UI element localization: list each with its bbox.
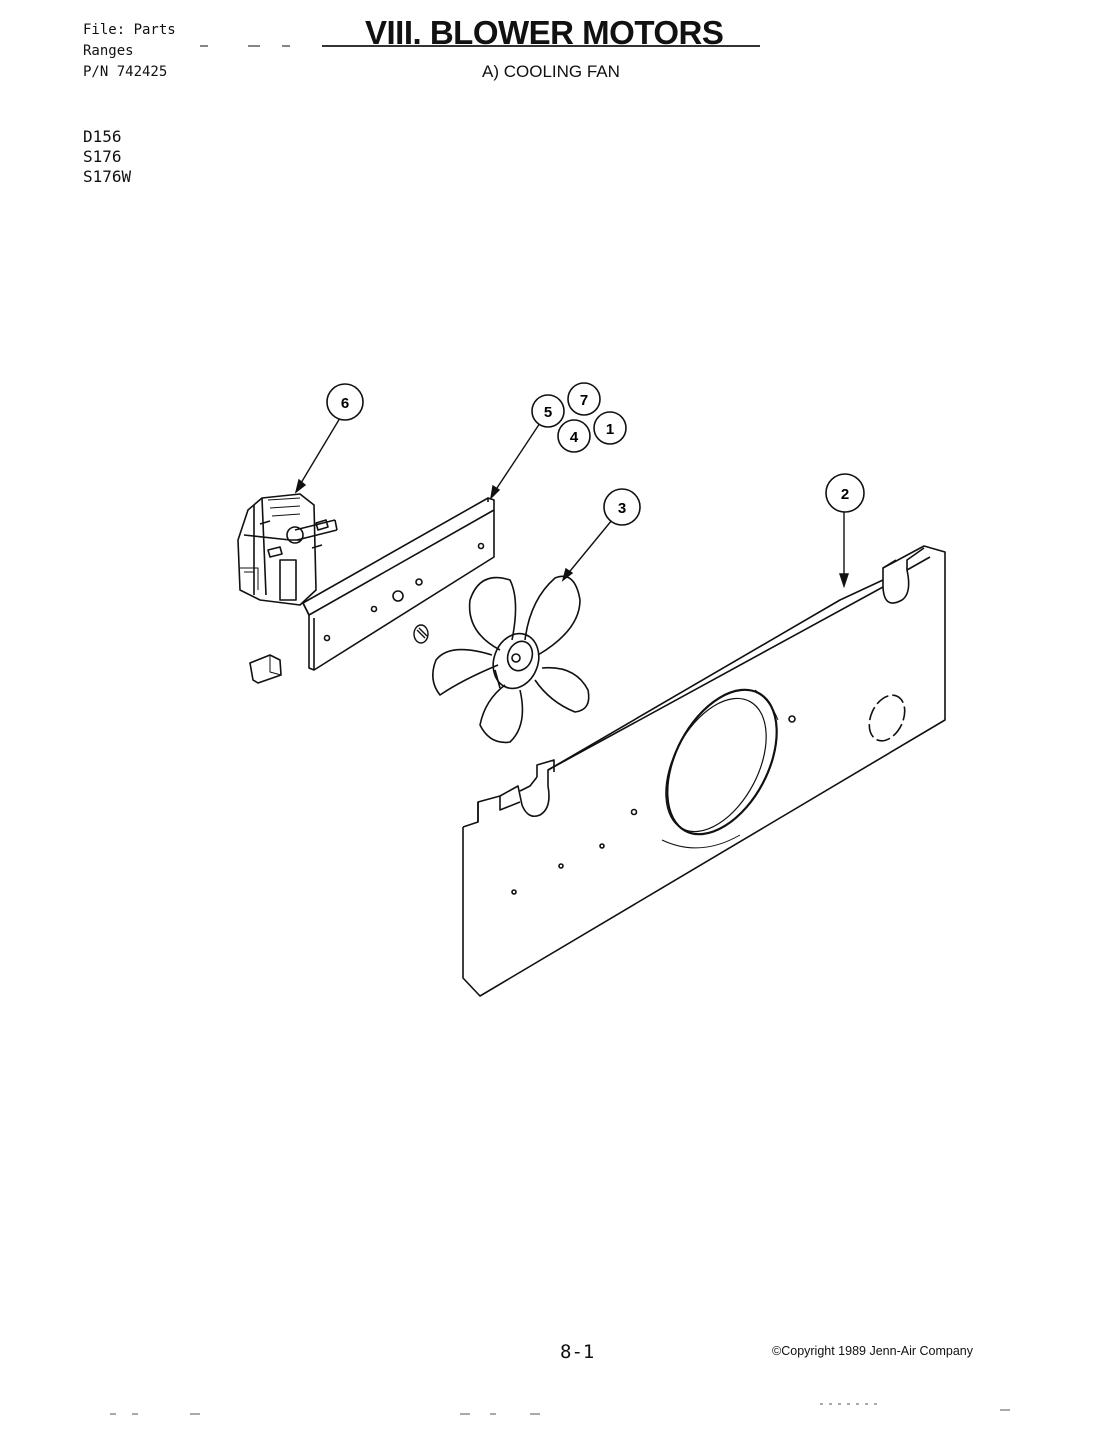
callout-2: 2 <box>825 473 865 513</box>
svg-text:5: 5 <box>544 404 552 421</box>
callout-7: 7 <box>567 382 601 416</box>
fan-blade-part <box>432 575 590 744</box>
callout-3: 3 <box>603 488 641 526</box>
motor-part <box>237 493 338 606</box>
callout-6: 6 <box>326 383 364 421</box>
svg-text:3: 3 <box>618 500 626 517</box>
svg-text:7: 7 <box>580 392 588 409</box>
motor-bracket-part <box>302 497 495 671</box>
clip-part <box>249 654 282 684</box>
svg-text:6: 6 <box>341 395 349 412</box>
callout-5: 5 <box>531 394 565 428</box>
scan-noise <box>110 1403 1010 1415</box>
page-subtitle: A) COOLING FAN <box>482 62 620 81</box>
leader-lines <box>294 417 849 589</box>
svg-text:4: 4 <box>570 429 579 446</box>
file-line: File: Parts <box>83 22 176 38</box>
model-item: D156 <box>83 127 122 146</box>
callout-1: 1 <box>593 411 627 445</box>
model-item: S176 <box>83 147 122 166</box>
svg-text:1: 1 <box>606 421 614 438</box>
nut-part <box>413 624 429 644</box>
copyright-notice: ©Copyright 1989 Jenn-Air Company <box>772 1344 973 1358</box>
rear-panel-part <box>462 545 946 997</box>
svg-text:2: 2 <box>841 486 849 503</box>
model-item: S176W <box>83 167 132 186</box>
page-title: VIII. BLOWER MOTORS <box>365 14 724 51</box>
callouts: 6 5 7 4 1 3 2 <box>326 382 865 526</box>
category-line: Ranges <box>83 43 134 59</box>
page-number: 8-1 <box>560 1341 595 1363</box>
callout-4: 4 <box>557 419 591 453</box>
model-list: D156 S176 S176W <box>83 127 131 187</box>
part-number-line: P/N 742425 <box>83 64 168 80</box>
file-info: File: Parts Ranges P/N 742425 <box>83 20 176 83</box>
